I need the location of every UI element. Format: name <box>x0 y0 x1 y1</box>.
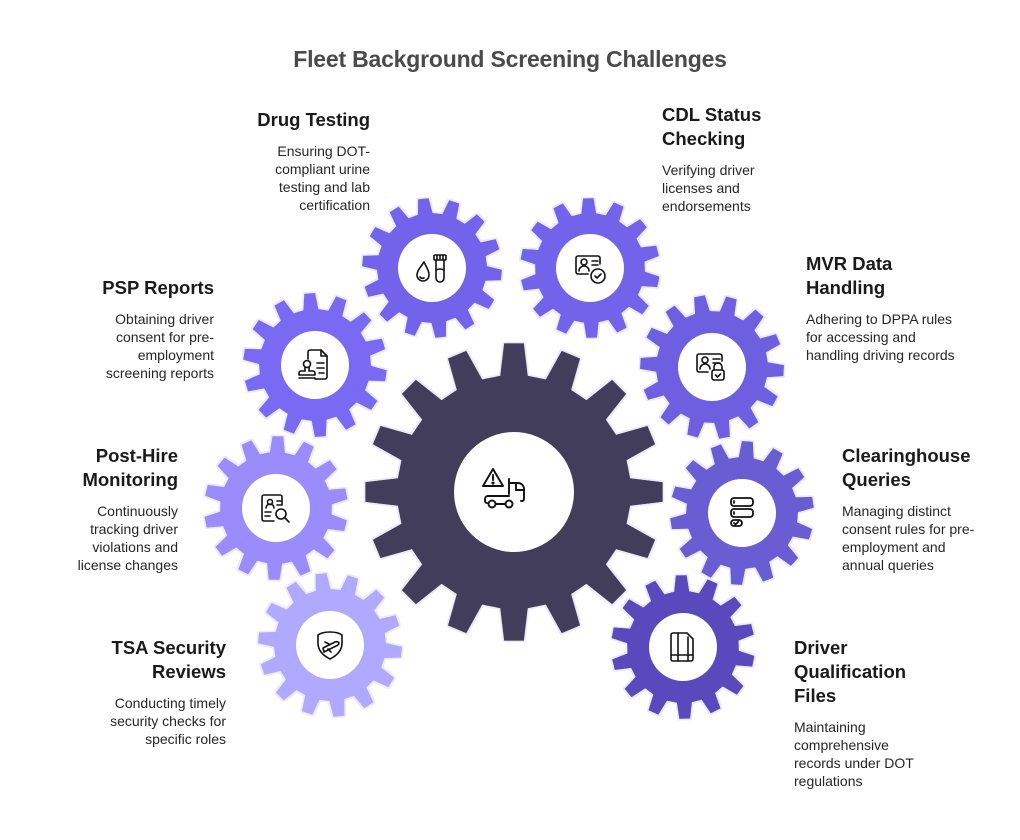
label-title: Driver Qualification Files <box>794 637 907 706</box>
label-description: Verifying driver licenses and endorsemen… <box>662 162 755 214</box>
label-cdl-status: CDL Status Checking Verifying driver lic… <box>662 103 872 215</box>
gear-cdl-status <box>520 198 660 338</box>
label-clearinghouse: Clearinghouse Queries Managing distinct … <box>842 444 1020 574</box>
label-description: Obtaining driver consent for pre-employm… <box>105 311 214 381</box>
id-card-check-icon <box>575 255 606 284</box>
document-stamp-icon <box>298 349 328 380</box>
label-psp-reports: PSP Reports Obtaining driver consent for… <box>4 276 214 382</box>
files-icon <box>670 632 694 662</box>
label-description: Managing distinct consent rules for pre-… <box>842 503 975 573</box>
label-drug-testing: Drug Testing Ensuring DOT-compliant urin… <box>160 108 370 214</box>
gear-mvr-data <box>640 295 784 439</box>
gear-psp-reports <box>243 293 387 437</box>
test-tube-drop-icon <box>416 254 447 283</box>
label-title: Clearinghouse Queries <box>842 445 971 490</box>
label-title: Drug Testing <box>257 109 370 130</box>
id-card-lock-icon <box>696 353 725 381</box>
label-description: Continuously tracking driver violations … <box>77 503 178 573</box>
label-description: Maintaining comprehensive records under … <box>794 719 914 789</box>
gear-clearinghouse <box>670 441 814 585</box>
gear-tsa <box>258 573 402 717</box>
diagram-title: Fleet Background Screening Challenges <box>293 46 727 72</box>
database-check-icon <box>730 497 754 527</box>
label-title: PSP Reports <box>102 277 214 298</box>
gear-center <box>365 343 663 641</box>
label-post-hire: Post-Hire Monitoring Continuously tracki… <box>0 444 178 574</box>
shield-plane-icon <box>317 631 343 660</box>
label-title: TSA Security Reviews <box>111 637 226 682</box>
label-description: Conducting timely security checks for sp… <box>110 695 226 747</box>
label-dq-files: Driver Qualification Files Maintaining c… <box>794 636 1004 790</box>
truck-warning-icon <box>482 468 525 509</box>
label-description: Ensuring DOT-compliant urine testing and… <box>275 143 370 213</box>
label-title: CDL Status Checking <box>662 104 762 149</box>
label-description: Adhering to DPPA rules for accessing and… <box>806 311 955 363</box>
gear-drug-testing <box>362 198 502 338</box>
label-mvr-data: MVR Data Handling Adhering to DPPA rules… <box>806 252 1016 364</box>
profile-search-icon <box>261 494 290 523</box>
gear-dq-files <box>611 575 755 719</box>
gear-post-hire <box>204 436 348 580</box>
label-title: MVR Data Handling <box>806 253 893 298</box>
label-tsa: TSA Security Reviews Conducting timely s… <box>16 636 226 748</box>
label-title: Post-Hire Monitoring <box>82 445 178 490</box>
